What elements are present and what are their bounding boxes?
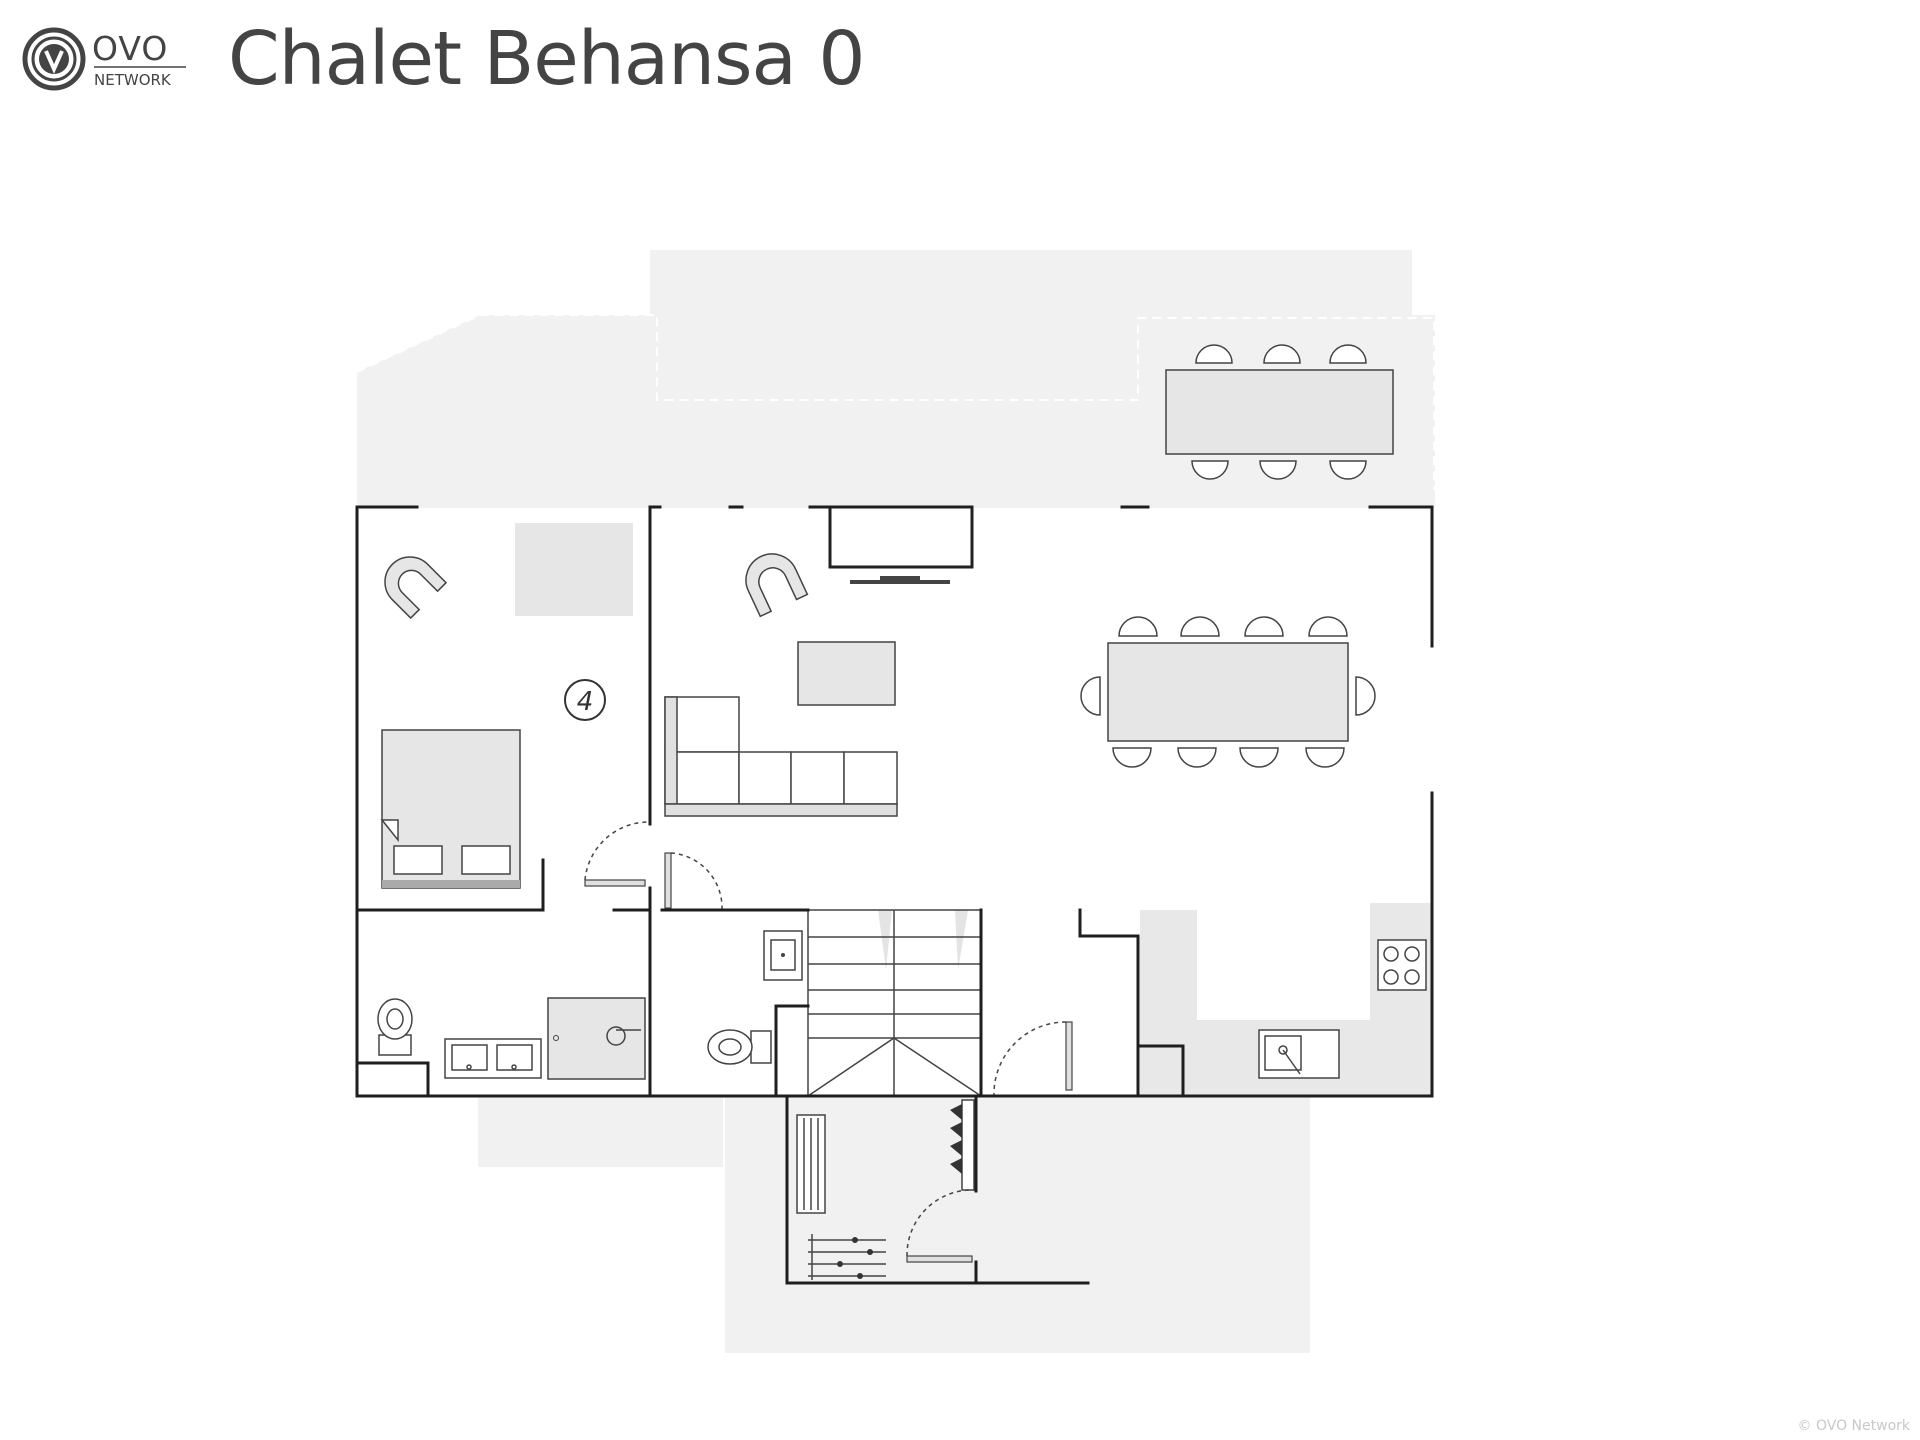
entrance-door	[993, 1021, 1073, 1097]
bedroom-armchair	[384, 556, 448, 620]
wc	[707, 930, 803, 1065]
room-number-label: 4	[577, 687, 594, 717]
doors	[584, 821, 1073, 1263]
double-sink	[444, 1038, 542, 1079]
kitchen-counter	[1140, 903, 1432, 1097]
boot-dryer	[796, 1114, 826, 1214]
header: OVO NETWORK Chalet Behansa 0	[0, 0, 1920, 120]
corner-sofa	[664, 696, 898, 817]
ski-room	[796, 1099, 975, 1280]
ski-room-door	[906, 1189, 975, 1263]
copyright-notice: © OVO Network	[1797, 1418, 1910, 1434]
room-number-circle	[564, 679, 606, 721]
tv-unit	[828, 505, 974, 584]
terrace-dining-table	[1165, 344, 1394, 480]
logo-text: OVO	[92, 29, 168, 68]
living-area	[664, 505, 974, 817]
page-title: Chalet Behansa 0	[228, 16, 865, 102]
logo-subtext: NETWORK	[94, 71, 172, 89]
coffee-table	[797, 641, 896, 706]
living-armchair	[745, 553, 809, 618]
wc-door	[664, 852, 723, 911]
double-bed	[380, 729, 521, 889]
walls	[355, 505, 1434, 1285]
ski-rack	[950, 1099, 975, 1191]
bathroom	[377, 997, 646, 1080]
bedroom-4: 4	[380, 523, 633, 889]
wc-toilet	[707, 1029, 772, 1065]
bedroom-door	[584, 821, 650, 887]
dining-table	[1080, 616, 1376, 768]
ovo-network-logo: OVO NETWORK	[22, 27, 186, 91]
toilet	[377, 998, 413, 1056]
shower	[547, 997, 646, 1080]
staircase	[807, 909, 982, 1097]
skis	[808, 1234, 886, 1280]
